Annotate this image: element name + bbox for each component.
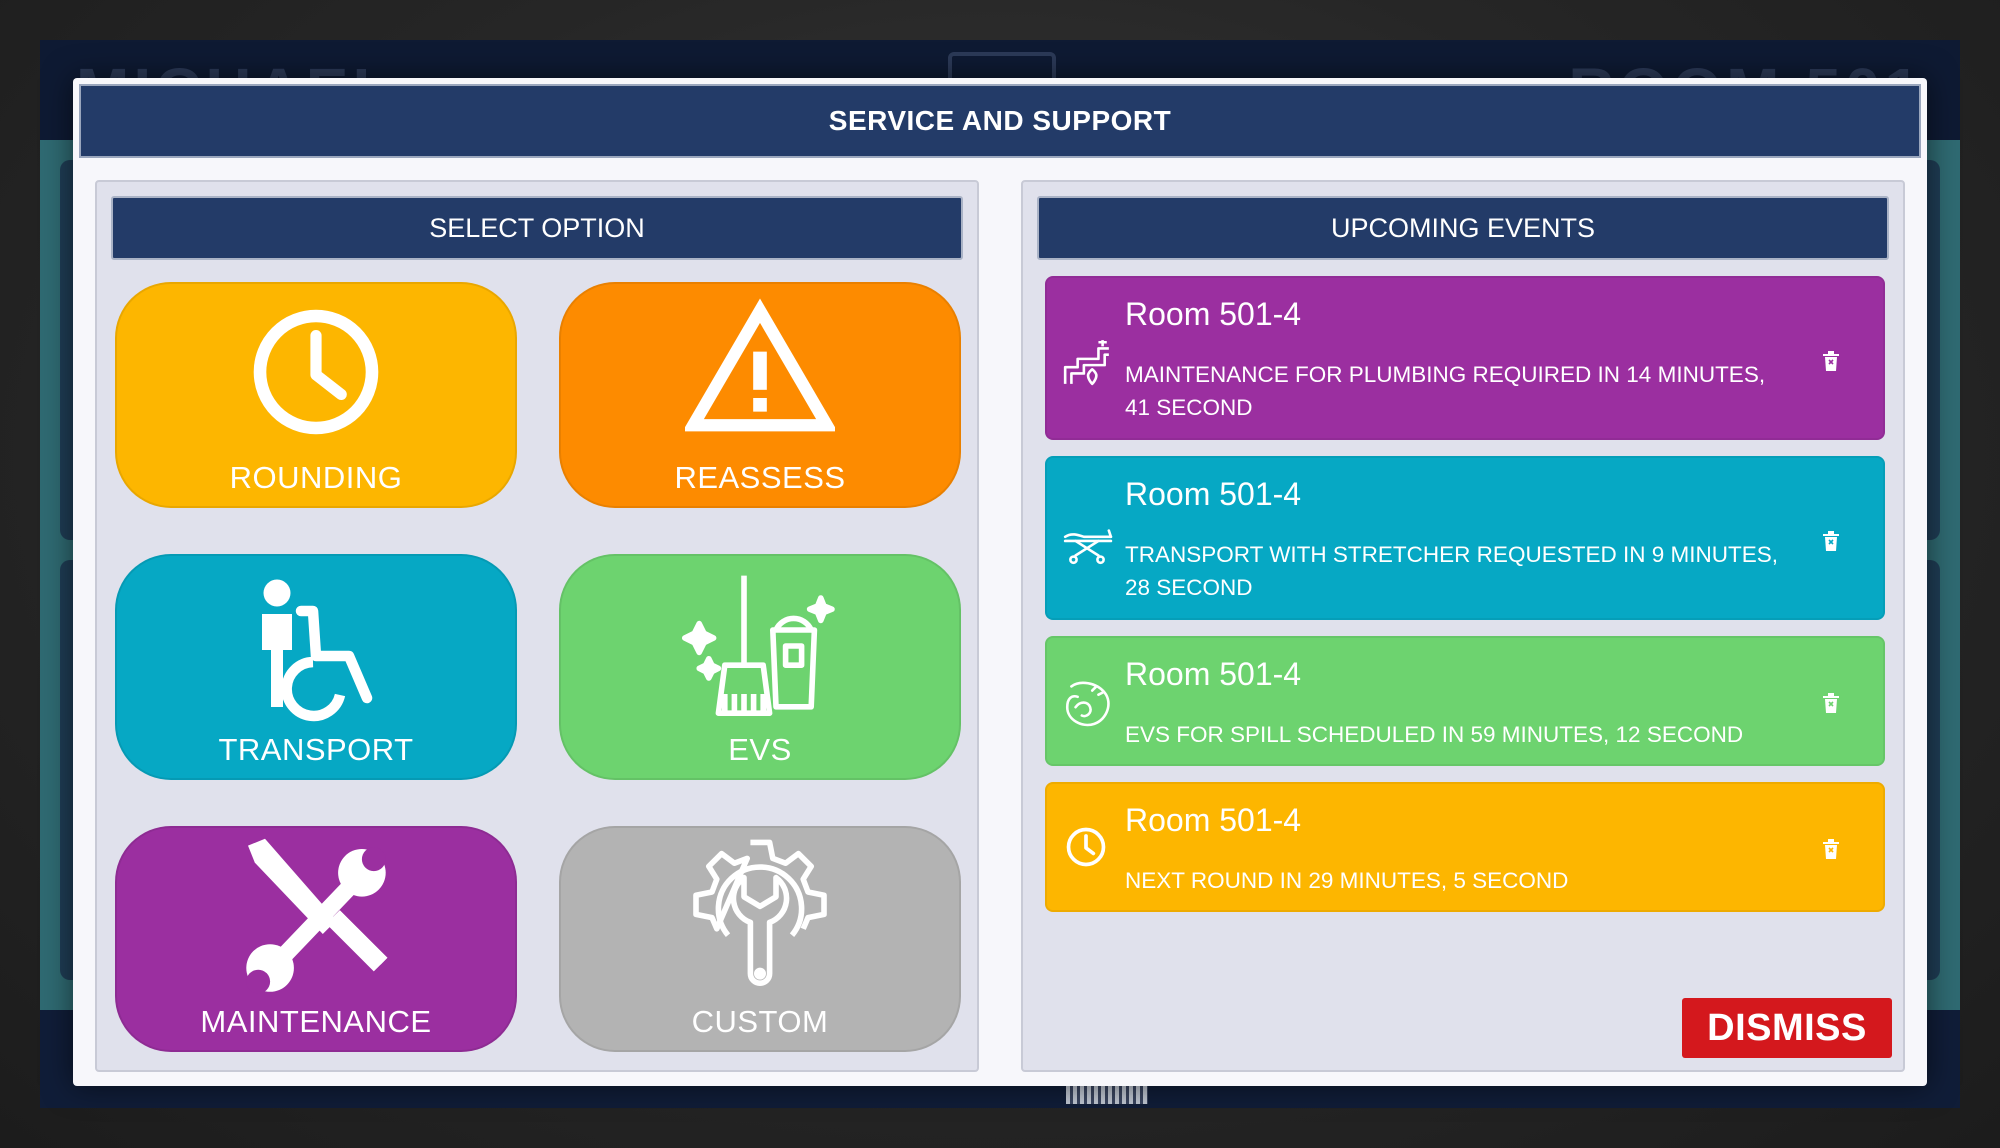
event-card[interactable]: Room 501-4 TRANSPORT WITH STRETCHER REQU… <box>1045 456 1885 620</box>
event-message: EVS FOR SPILL SCHEDULED IN 59 MINUTES, 1… <box>1125 722 1744 747</box>
tools-icon <box>231 832 401 1002</box>
modal-title: SERVICE AND SUPPORT <box>79 84 1921 158</box>
clock-icon <box>246 302 386 442</box>
service-support-modal: SERVICE AND SUPPORT SELECT OPTION ROUNDI… <box>73 78 1927 1086</box>
trash-icon[interactable] <box>1821 350 1841 372</box>
custom-option-label: CUSTOM <box>691 1004 829 1039</box>
qr-code-icon <box>1066 1086 1148 1104</box>
rounding-option-button[interactable]: ROUNDING <box>115 282 517 508</box>
event-message: TRANSPORT WITH STRETCHER REQUESTED IN 9 … <box>1125 542 1778 600</box>
event-card[interactable]: Room 501-4 EVS FOR SPILL SCHEDULED IN 59… <box>1045 636 1885 766</box>
evs-option-button[interactable]: EVS <box>559 554 961 780</box>
upcoming-events-header: UPCOMING EVENTS <box>1037 196 1889 260</box>
event-card[interactable]: Room 501-4 NEXT ROUND IN 29 MINUTES, 5 S… <box>1045 782 1885 912</box>
trash-icon[interactable] <box>1821 530 1841 552</box>
dismiss-button[interactable]: DISMISS <box>1682 998 1892 1058</box>
warning-icon <box>682 298 838 438</box>
transport-option-label: TRANSPORT <box>218 732 414 767</box>
gear-wrench-icon <box>680 832 840 1000</box>
trash-icon[interactable] <box>1821 692 1841 714</box>
wheelchair-icon <box>241 572 391 722</box>
event-message: NEXT ROUND IN 29 MINUTES, 5 SECOND <box>1125 868 1569 893</box>
select-option-header: SELECT OPTION <box>111 196 963 260</box>
event-room: Room 501-4 <box>1125 296 1302 332</box>
spill-icon <box>1061 676 1113 728</box>
rounding-option-label: ROUNDING <box>229 460 403 495</box>
event-room: Room 501-4 <box>1125 802 1302 838</box>
event-room: Room 501-4 <box>1125 656 1302 692</box>
stretcher-icon <box>1061 516 1113 568</box>
upcoming-events-pane: UPCOMING EVENTS Room 501-4 MAINTENANCE F… <box>1021 180 1905 1072</box>
clock-icon <box>1063 824 1109 870</box>
cleaning-icon <box>680 566 840 726</box>
reassess-option-label: REASSESS <box>674 460 846 495</box>
custom-option-button[interactable]: CUSTOM <box>559 826 961 1052</box>
event-card[interactable]: Room 501-4 MAINTENANCE FOR PLUMBING REQU… <box>1045 276 1885 440</box>
reassess-option-button[interactable]: REASSESS <box>559 282 961 508</box>
trash-icon[interactable] <box>1821 838 1841 860</box>
maintenance-option-button[interactable]: MAINTENANCE <box>115 826 517 1052</box>
transport-option-button[interactable]: TRANSPORT <box>115 554 517 780</box>
maintenance-option-label: MAINTENANCE <box>200 1004 432 1039</box>
plumbing-icon <box>1061 336 1113 388</box>
select-option-pane: SELECT OPTION ROUNDING REASSESS <box>95 180 979 1072</box>
evs-option-label: EVS <box>728 732 792 767</box>
event-room: Room 501-4 <box>1125 476 1302 512</box>
event-message: MAINTENANCE FOR PLUMBING REQUIRED IN 14 … <box>1125 362 1766 420</box>
